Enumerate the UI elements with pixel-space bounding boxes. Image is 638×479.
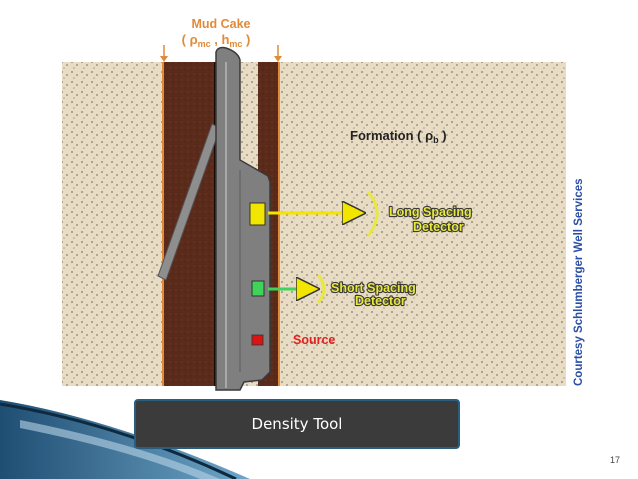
short-spacing-label-line1: Short Spacing xyxy=(331,281,416,295)
tool-body xyxy=(215,46,271,391)
mud-cake-formula: ( ρmc , hmc ) xyxy=(182,32,251,49)
caption-text: Density Tool xyxy=(251,415,343,433)
short-spacing-detector xyxy=(251,280,265,297)
long-spacing-label-line1: Long Spacing xyxy=(389,205,472,219)
mud-cake-title: Mud Cake xyxy=(191,17,250,31)
formation-label: Formation ( ρb ) xyxy=(350,128,447,145)
long-spacing-bracket-icon xyxy=(366,191,379,237)
caption-box: Density Tool xyxy=(134,399,460,449)
source-marker xyxy=(251,334,264,346)
short-spacing-label-line2: Detector xyxy=(355,294,406,308)
long-spacing-label-line2: Detector xyxy=(413,220,464,234)
formation-region xyxy=(62,62,566,386)
short-spacing-bracket-icon xyxy=(316,274,326,304)
page-number: 17 xyxy=(609,455,620,465)
mud-cake-left xyxy=(162,62,220,386)
source-label: Source xyxy=(293,333,335,347)
courtesy-credit: Courtesy Schlumberger Well Services xyxy=(573,178,585,386)
long-spacing-detector xyxy=(249,202,266,226)
